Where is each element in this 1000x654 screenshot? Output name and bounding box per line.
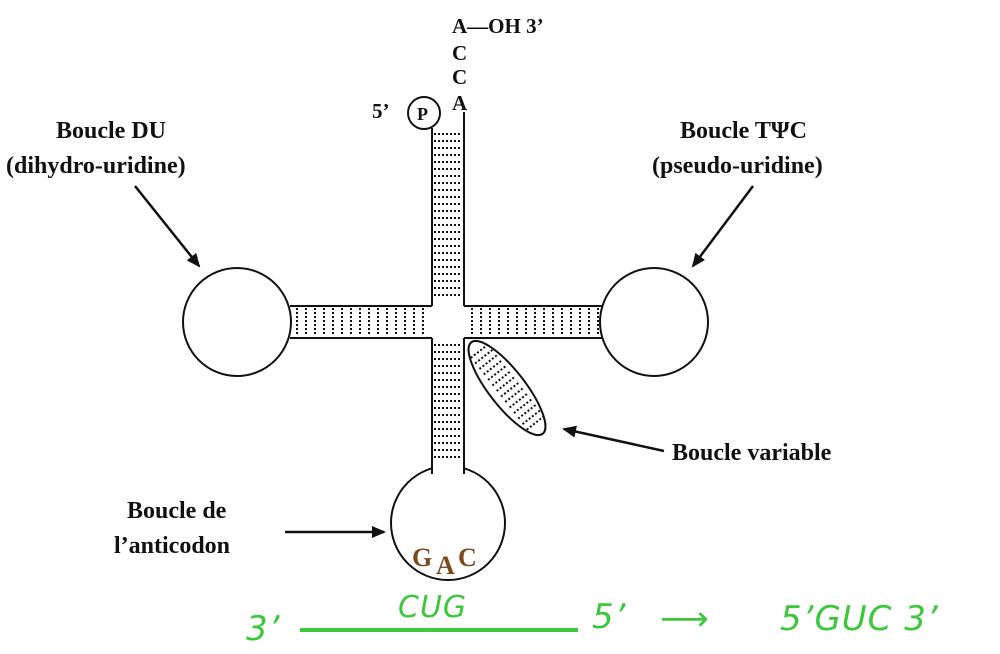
variable-loop-label: Boucle variable <box>672 440 832 466</box>
base-pair-rung <box>477 354 498 371</box>
anticodon-loop-label-line2: l’anticodon <box>114 533 230 559</box>
du-loop-label-line1: Boucle DU <box>56 118 166 144</box>
base-pair-rung <box>481 360 502 377</box>
acceptor-base-3: A <box>452 91 468 115</box>
five-prime-label: 5’ <box>372 99 390 123</box>
phosphate-label: P <box>417 104 428 124</box>
phosphate-circle <box>407 96 441 130</box>
tpsic-loop-circle <box>599 267 709 377</box>
anticodon-base-g: G <box>412 543 432 572</box>
anticodon-loop-label-line1: Boucle de <box>127 498 227 524</box>
anticodon-base-a: A <box>436 551 455 580</box>
acceptor-base-1: C <box>452 41 467 65</box>
anticodon-base-c: C <box>458 543 477 572</box>
acceptor-oh-label: A—OH 3’ <box>452 14 544 38</box>
tpsic-loop-arrow <box>691 185 754 268</box>
variable-loop <box>467 339 547 437</box>
variable-loop-arrow <box>562 425 665 453</box>
acceptor-stem <box>431 112 465 306</box>
acceptor-base-2: C <box>452 65 467 89</box>
d-stem <box>290 305 432 339</box>
annotation-five-prime: 5’ <box>592 597 627 637</box>
annotation-codon: CUG <box>398 590 467 625</box>
annotation-arrow: ⟶ <box>660 599 710 639</box>
tpsic-loop-label-line1: Boucle TΨC <box>680 118 807 144</box>
du-loop-arrow <box>134 185 201 268</box>
t-stem <box>464 305 604 339</box>
du-loop-label-line2: (dihydro-uridine) <box>6 153 186 179</box>
anticodon-stem <box>431 338 465 482</box>
anticodon-loop-join <box>433 462 463 474</box>
annotation-three-prime: 3’ <box>246 609 281 649</box>
du-loop-circle <box>182 267 292 377</box>
base-pair-rung <box>498 382 519 399</box>
tpsic-loop-label-line2: (pseudo-uridine) <box>652 153 823 179</box>
annotation-result: 5’GUC 3’ <box>780 599 939 639</box>
